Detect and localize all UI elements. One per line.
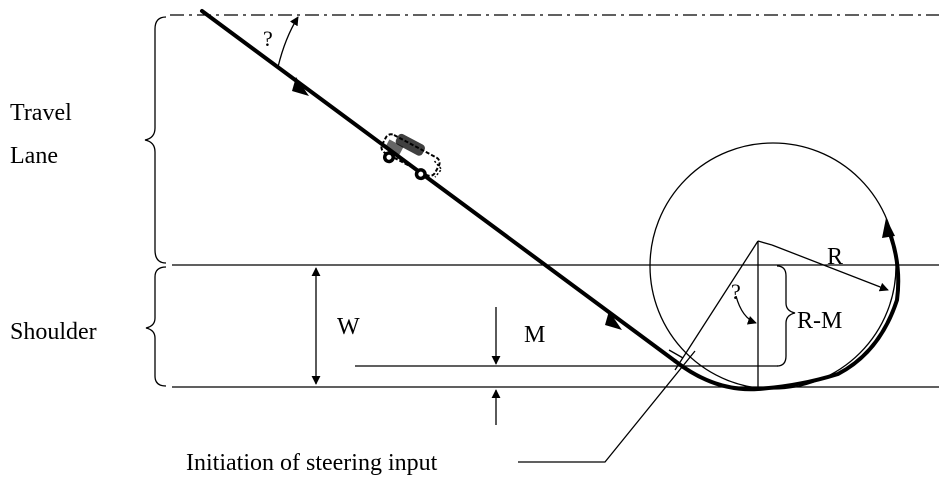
shoulder-label: Shoulder: [10, 319, 97, 345]
r-minus-m-bracket: [776, 265, 796, 367]
steering-input-label: Initiation of steering input: [186, 450, 438, 476]
turning-radius-circle: [649, 142, 897, 390]
vehicle-path-straight: [200, 9, 677, 363]
shoulder-brace: [145, 266, 167, 387]
center-top-tick: [757, 240, 773, 246]
departure-angle-label: ?: [263, 26, 273, 51]
steering-point-tick: [668, 349, 684, 359]
m-label: M: [524, 322, 545, 348]
w-label: W: [337, 314, 360, 340]
radius-to-steering-point: [674, 240, 759, 371]
r-minus-m-label: R-M: [797, 308, 842, 334]
travel-lane-label-line2: Lane: [10, 143, 58, 169]
radius-line-r: [771, 244, 889, 292]
steering-input-leader: [518, 350, 696, 463]
center-angle-arc: [735, 295, 757, 325]
path-end-arrow: [882, 218, 895, 238]
travel-lane-label-line1: Travel: [10, 100, 72, 126]
departure-angle-arc: [277, 16, 299, 68]
vehicle-path-curve: [673, 224, 901, 392]
path-direction-arrow-1: [292, 77, 309, 96]
radius-label: R: [827, 244, 843, 270]
vehicle-icon: [380, 133, 443, 181]
center-angle-label: ?: [731, 279, 741, 304]
travel-lane-brace: [144, 16, 167, 264]
path-direction-arrow-2: [605, 311, 622, 330]
